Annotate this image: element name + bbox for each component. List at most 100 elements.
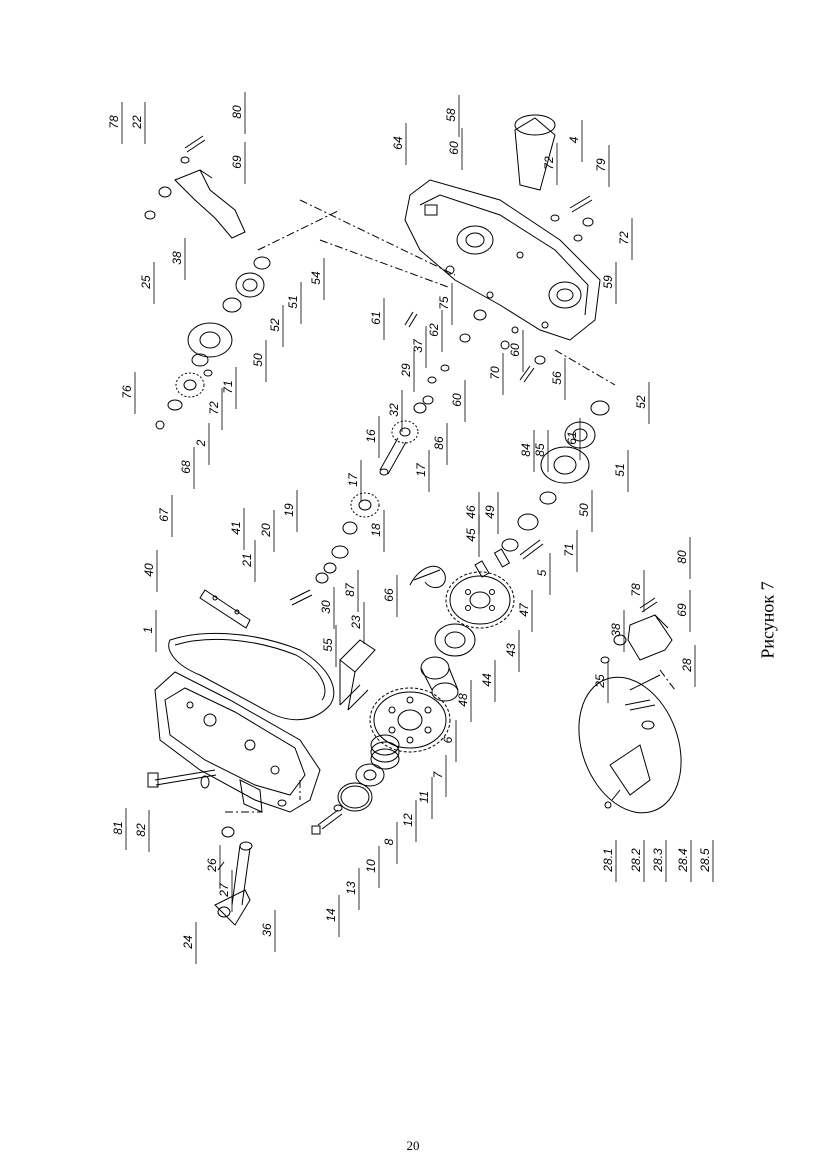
callout-c60b: 60 [508,330,524,372]
callout-label: 41 [229,521,243,534]
callout-c80a: 80 [230,92,246,134]
callout-c79: 79 [594,145,610,187]
callout-c60a: 60 [447,128,463,170]
callout-c66: 66 [382,575,398,617]
callout-label: 43 [504,643,518,657]
callout-c14: 14 [324,895,340,937]
callout-label: 6 [441,736,455,743]
bracket-part [174,169,246,239]
callout-label: 23 [349,615,363,630]
callout-label: 16 [364,429,378,443]
callout-c59: 59 [601,262,617,304]
bolt-part [550,195,594,242]
callout-label: 61 [369,311,383,324]
callout-c16: 16 [364,416,380,458]
callout-c84: 84 [519,430,535,472]
callout-label: 67 [157,507,171,522]
callout-label: 48 [456,693,470,707]
callout-label: 58 [444,108,458,122]
callout-label: 22 [130,115,144,130]
callout-c58: 58 [444,95,460,137]
figure-caption-box: Рисунок 7 [748,560,788,680]
callout-c48: 48 [456,680,472,722]
callout-label: 86 [432,436,446,450]
callout-label: 54 [309,271,323,285]
callout-label: 69 [675,603,689,617]
upper-gear-part [175,372,205,398]
callout-label: 76 [120,385,134,399]
callout-label: 56 [550,371,564,385]
callout-c87: 87 [343,570,359,612]
callout-label: 2 [194,439,208,447]
callout-label: 8 [382,838,396,845]
callout-c24: 24 [181,922,197,964]
callout-c37: 37 [411,326,427,368]
callout-c50b: 50 [577,490,593,532]
callout-c47: 47 [517,590,533,632]
gear-part [445,571,515,629]
figure-caption: Рисунок 7 [757,581,778,659]
page-number: 20 [406,1138,420,1153]
callout-label: 17 [414,462,428,477]
callout-c45: 45 [464,515,480,557]
callout-label: 60 [508,343,522,357]
callout-c67: 67 [157,495,173,537]
callout-c28_3: 28.3 [651,840,667,882]
callout-label: 11 [417,791,431,803]
callout-label: 19 [282,503,296,517]
callout-label: 17 [346,472,360,487]
plate-part [199,589,251,629]
callout-c25a: 25 [139,262,155,304]
pin-part [404,309,546,405]
callout-c27: 27 [217,870,233,912]
callout-label: 38 [170,251,184,265]
callout-c10: 10 [364,846,380,888]
callout-label: 81 [111,821,125,834]
callout-label: 37 [411,338,425,353]
callout-c75: 75 [437,283,453,325]
callout-label: 28.2 [629,848,643,873]
callout-label: 60 [450,393,464,407]
callout-c78a: 78 [107,102,123,144]
callout-c28_2: 28.2 [629,840,645,882]
callout-c86: 86 [432,423,448,465]
callout-label: 72 [617,231,631,245]
callout-label: 5 [535,569,549,576]
callout-c80b: 80 [675,537,691,579]
callout-c12: 12 [401,800,417,842]
callout-c28: 28 [680,645,696,687]
callout-c51a: 51 [286,282,302,324]
bracket-part [600,597,673,664]
fastener-part [217,799,287,871]
callout-c22: 22 [130,102,146,144]
callout-c61a: 61 [369,298,385,340]
callout-c82: 82 [134,810,150,852]
callout-label: 52 [634,395,648,409]
callout-c50a: 50 [251,340,267,382]
callout-label: 14 [324,908,338,922]
callout-c55: 55 [321,625,337,667]
callout-label: 59 [601,275,615,289]
callout-label: 87 [343,582,357,597]
hub-part [420,656,459,702]
callout-c69b: 69 [675,590,691,632]
callout-c28_5: 28.5 [698,840,714,882]
flange-part [434,623,476,657]
callout-label: 45 [464,528,478,542]
callout-c18: 18 [369,510,385,552]
fastener-part [474,538,544,578]
callout-label: 64 [391,136,405,150]
bolt-part [144,135,206,220]
callout-c68: 68 [179,447,195,489]
gasket-part [168,632,335,721]
callout-c20: 20 [259,510,275,552]
callout-c6: 6 [441,720,457,762]
callout-c49: 49 [483,492,499,534]
callout-c26: 26 [205,845,221,887]
callout-label: 55 [321,638,335,652]
cover-part [154,671,321,813]
washer-part [155,353,213,430]
callout-c43: 43 [504,630,520,672]
bearing-flange-part [540,446,590,484]
